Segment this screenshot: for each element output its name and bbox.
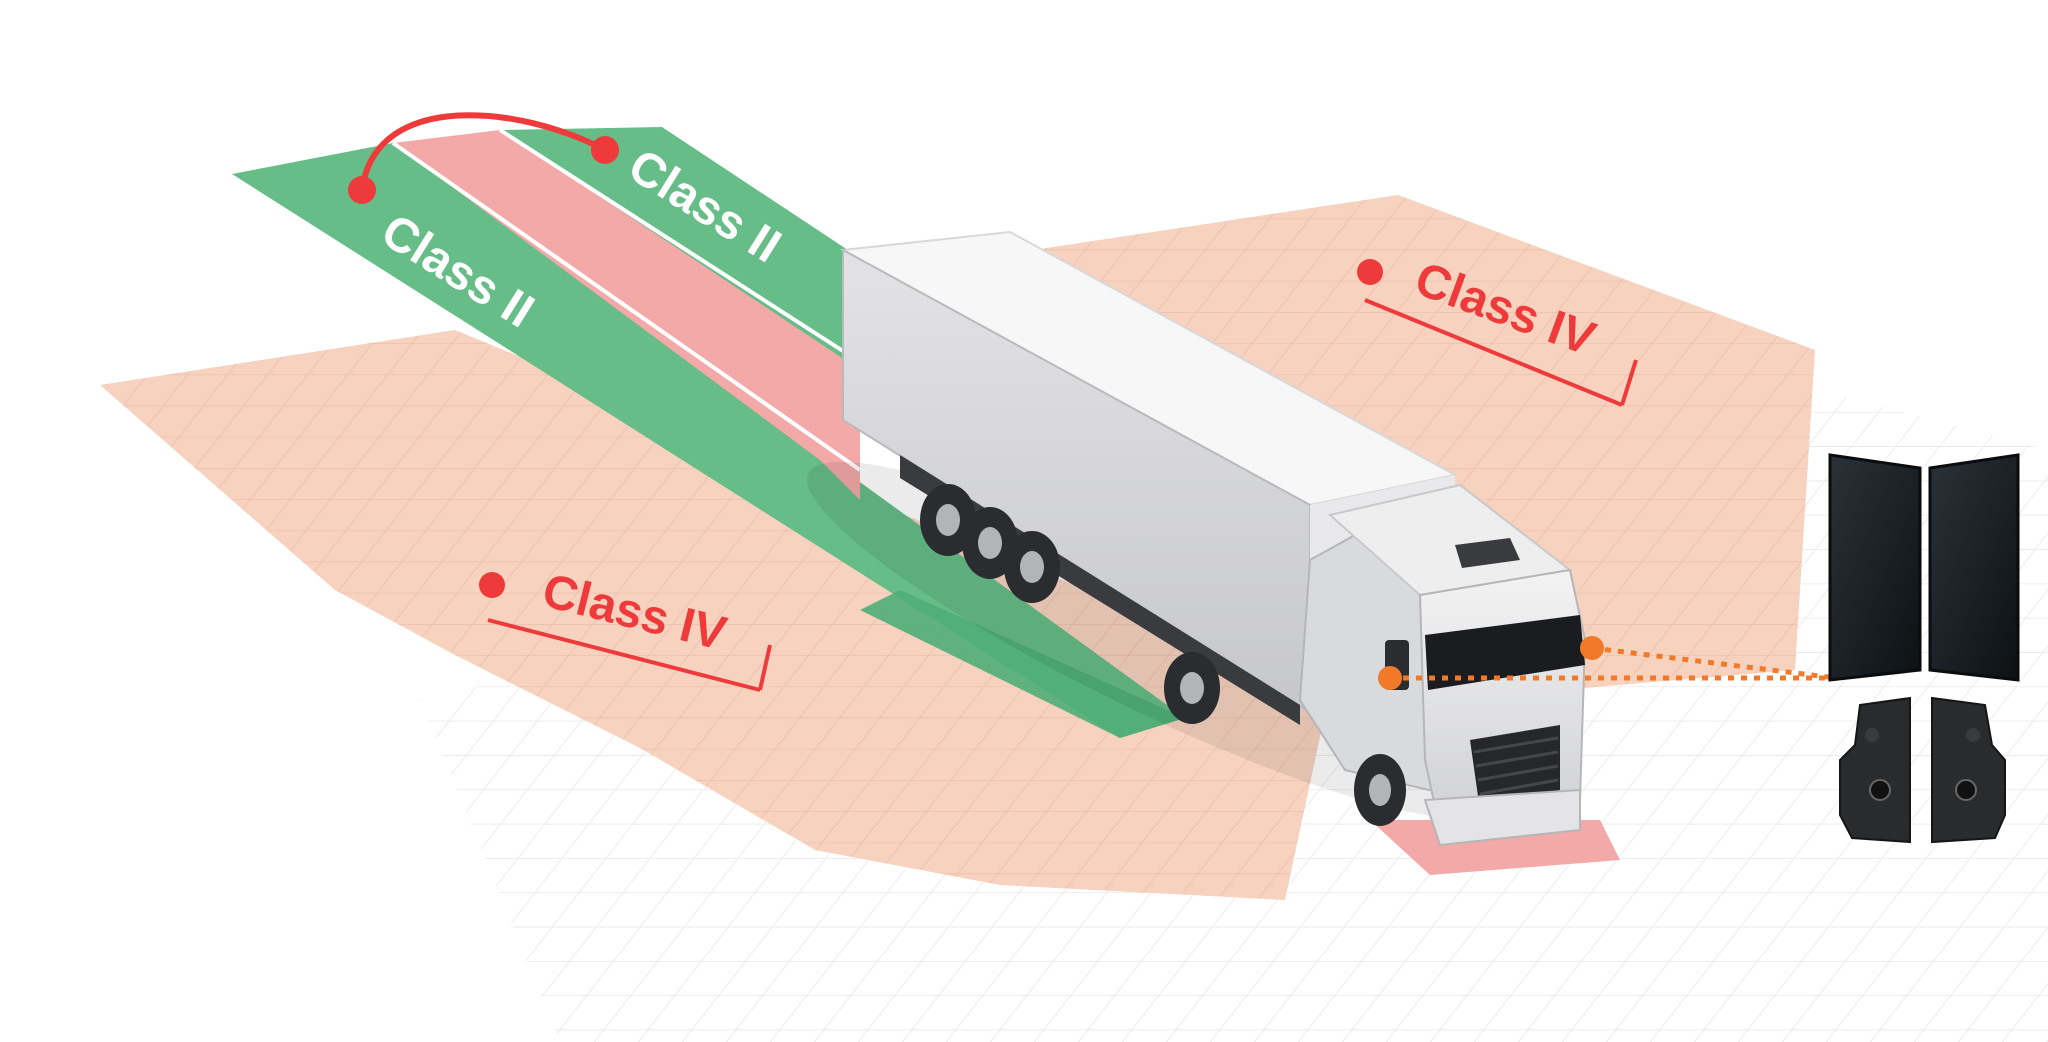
- camera-point-right: [1580, 636, 1604, 660]
- truck-icon: [839, 230, 1587, 847]
- class-ii-zone-left: [232, 143, 1185, 738]
- monitor-icon: [1828, 453, 2020, 682]
- class-ii-connector: [348, 112, 619, 204]
- camera-connector-lines: [1378, 636, 1837, 690]
- class-ii-zone-right: [498, 127, 862, 370]
- camera-point-left: [1378, 666, 1402, 690]
- class-iv-zone-left: [100, 330, 1330, 900]
- class-iv-zone-right: [1000, 195, 1815, 690]
- camera-icon: [1839, 696, 2006, 844]
- blind-zone: [391, 130, 1620, 875]
